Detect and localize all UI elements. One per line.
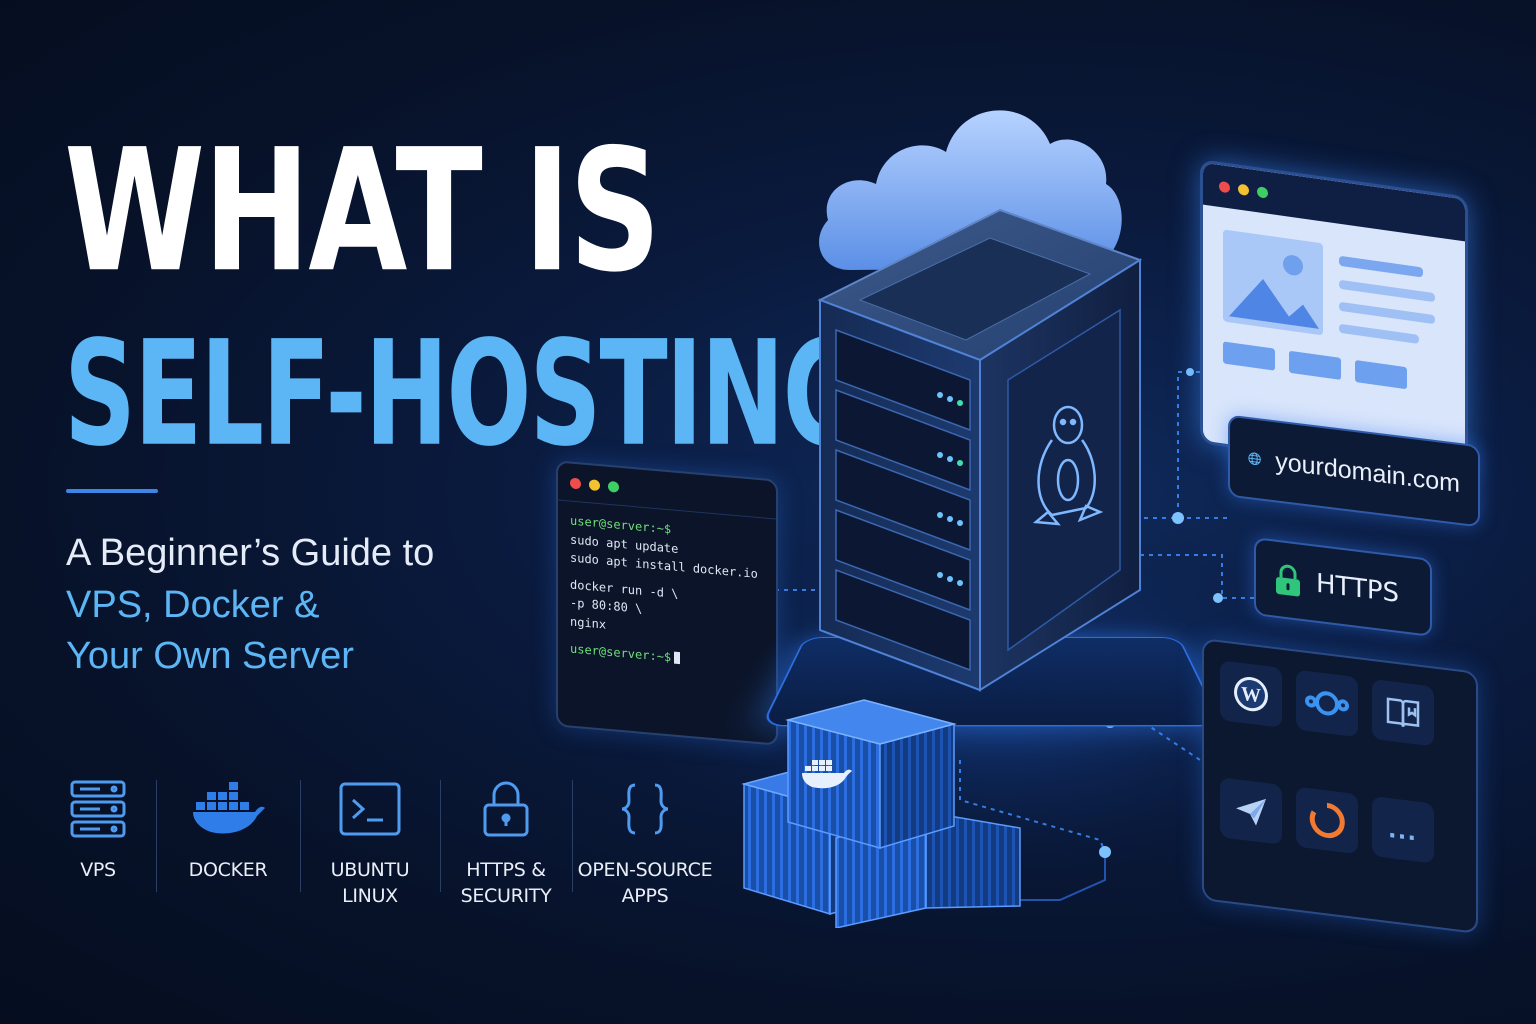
close-dot	[1219, 180, 1230, 193]
maximize-dot	[1257, 186, 1268, 199]
padlock-icon	[482, 770, 530, 848]
subtitle-line-1: A Beginner’s Guide to	[66, 528, 434, 580]
docker-containers	[740, 688, 1030, 928]
terminal-icon	[339, 770, 401, 848]
wordpress-icon: W	[1220, 660, 1282, 728]
feature-label: OPEN-SOURCE APPS	[578, 858, 713, 909]
feature-label: HTTPS & SECURITY	[461, 858, 552, 909]
docker-whale-icon	[191, 770, 265, 848]
headline-divider	[66, 489, 158, 493]
feature-label: UBUNTU LINUX	[331, 858, 410, 909]
ring-icon	[1296, 787, 1358, 855]
book-icon	[1372, 679, 1434, 747]
feature-label: VPS	[80, 858, 116, 884]
svg-text:W: W	[1241, 683, 1261, 707]
https-text: HTTPS	[1316, 569, 1399, 609]
terminal-cursor	[674, 651, 680, 664]
feature-https-security: HTTPS & SECURITY	[440, 770, 572, 909]
feature-vps: VPS	[40, 770, 156, 909]
subtitle-line-2: VPS, Docker &	[66, 580, 434, 632]
more-dots-icon: ...	[1372, 796, 1434, 864]
feature-open-source-apps: OPEN-SOURCE APPS	[572, 770, 718, 909]
lock-icon	[1274, 562, 1302, 599]
subtitle: A Beginner’s Guide to VPS, Docker & Your…	[66, 528, 434, 683]
minimize-dot	[1238, 183, 1249, 196]
close-dot	[570, 478, 581, 490]
https-badge: HTTPS	[1254, 537, 1432, 637]
terminal-output: user@server:~$sudo apt updatesudo apt in…	[558, 500, 776, 685]
apps-panel: W ...	[1202, 638, 1478, 934]
curly-braces-icon	[619, 770, 671, 848]
minimize-dot	[589, 479, 600, 491]
paper-plane-icon	[1220, 777, 1282, 845]
domain-text: yourdomain.com	[1275, 447, 1460, 499]
feature-docker: DOCKER	[156, 770, 300, 909]
nextcloud-icon	[1296, 670, 1358, 738]
server-tower	[790, 190, 1170, 710]
subtitle-line-3: Your Own Server	[66, 631, 434, 683]
server-rack-icon	[70, 770, 126, 848]
feature-ubuntu-linux: UBUNTU LINUX	[300, 770, 440, 909]
feature-label: DOCKER	[189, 858, 268, 884]
maximize-dot	[608, 481, 619, 493]
globe-icon	[1248, 443, 1261, 475]
feature-row: VPS DOCKER UBUNTU LINUX HTTPS & SEC	[40, 770, 718, 909]
